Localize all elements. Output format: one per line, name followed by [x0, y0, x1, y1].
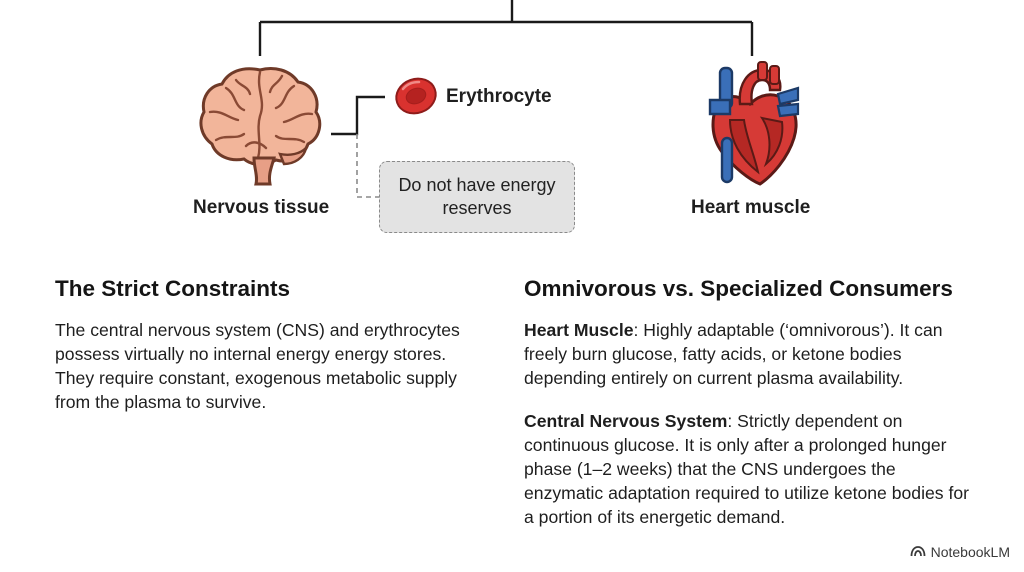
cns-paragraph: Central Nervous System: Strictly depende…: [524, 409, 979, 529]
notebooklm-label: NotebookLM: [930, 544, 1010, 560]
callout-no-energy-reserves: Do not have energy reserves: [379, 161, 575, 233]
consumers-title: Omnivorous vs. Specialized Consumers: [524, 276, 953, 301]
erythrocyte-label: Erythrocyte: [446, 86, 552, 107]
strict-constraints-title: The Strict Constraints: [55, 276, 291, 301]
heart-icon: [700, 60, 804, 188]
cns-text: : Strictly dependent on continuous gluco…: [524, 411, 969, 527]
heart-muscle-text: : Highly adaptable (‘omnivorous’). It ca…: [524, 320, 943, 388]
callout-text: Do not have energy reserves: [398, 175, 556, 218]
heart-muscle-lead: Heart Muscle: [524, 320, 634, 340]
notebooklm-logo-icon: [910, 544, 926, 560]
brain-icon: [196, 60, 326, 188]
heart-muscle-paragraph: Heart Muscle: Highly adaptable (‘omnivor…: [524, 318, 979, 390]
red-blood-cell-icon: [393, 75, 439, 117]
nervous-tissue-label: Nervous tissue: [193, 197, 330, 218]
heart-muscle-label: Heart muscle: [691, 197, 811, 218]
notebooklm-branding: NotebookLM: [910, 544, 1010, 560]
strict-constraints-body: The central nervous system (CNS) and ery…: [55, 320, 460, 412]
cns-lead: Central Nervous System: [524, 411, 728, 431]
